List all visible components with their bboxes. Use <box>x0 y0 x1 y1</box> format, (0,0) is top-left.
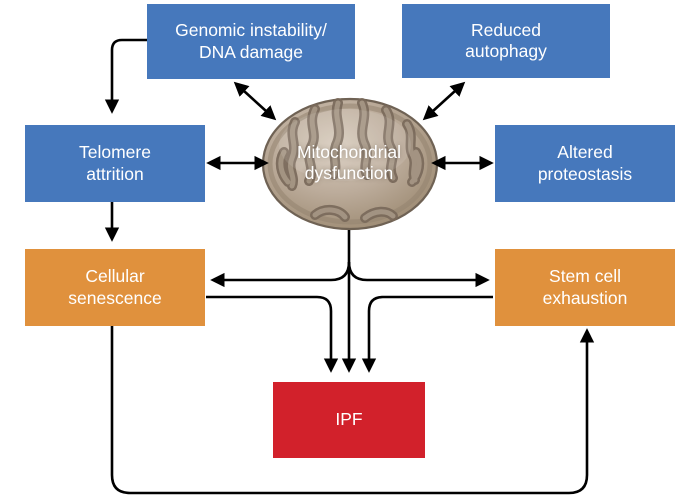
arrow-autophagy-mito-two-way <box>422 81 466 121</box>
node-telomere-attrition-label: Telomere attrition <box>79 142 151 184</box>
arrow-genomic-to-telomere <box>104 38 147 114</box>
node-genomic-instability-label: Genomic instability/ DNA damage <box>175 20 327 62</box>
node-cellular-senescence-label: Cellular senescence <box>68 266 162 308</box>
node-altered-proteostasis-label: Altered proteostasis <box>537 142 633 184</box>
arrow-genomic-mito-two-way <box>233 81 277 121</box>
node-genomic-instability: Genomic instability/ DNA damage <box>147 4 355 79</box>
arrow-senescence-to-ipf <box>206 295 339 373</box>
node-reduced-autophagy-label: Reduced autophagy <box>465 19 547 61</box>
node-stem-cell-exhaustion: Stem cell exhaustion <box>495 249 675 326</box>
node-ipf-label: IPF <box>335 409 363 430</box>
arrow-mito-to-stemcell <box>347 261 490 288</box>
node-mitochondrial-dysfunction-label: Mitochondrial dysfunction <box>296 142 402 184</box>
node-telomere-attrition: Telomere attrition <box>25 125 205 202</box>
arrow-mito-to-senescence <box>210 261 351 288</box>
arrow-stemcell-to-ipf <box>361 295 493 373</box>
arrow-senescence-to-stemcell-loop <box>110 326 595 495</box>
node-cellular-senescence: Cellular senescence <box>25 249 205 326</box>
mitochondrion-illustration <box>261 97 439 231</box>
node-stem-cell-exhaustion-label: Stem cell exhaustion <box>542 266 628 308</box>
node-altered-proteostasis: Altered proteostasis <box>495 125 675 202</box>
node-ipf: IPF <box>273 382 425 458</box>
node-reduced-autophagy: Reduced autophagy <box>402 4 610 78</box>
